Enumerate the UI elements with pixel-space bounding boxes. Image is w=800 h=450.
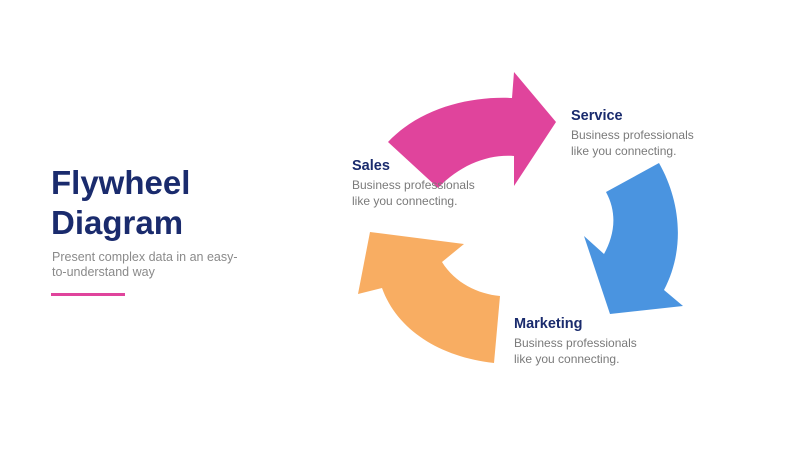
stage-sales: Sales Business professionals like you co… [352,157,492,209]
flywheel-arrow-pink [388,72,556,188]
flywheel-arrow-blue [584,163,683,314]
slide-title: Flywheel Diagram [51,164,191,241]
stage-service: Service Business professionals like you … [571,107,711,159]
stage-marketing-title: Marketing [514,316,583,332]
stage-sales-text: Business professionals like you connecti… [352,178,475,208]
accent-divider [51,293,125,296]
slide-subtitle: Present complex data in an easy-to-under… [52,250,238,279]
flywheel-arrow-orange [358,232,500,363]
stage-service-text: Business professionals like you connecti… [571,128,694,158]
stage-marketing-text: Business professionals like you connecti… [514,336,637,366]
stage-sales-title: Sales [352,158,390,174]
stage-marketing: Marketing Business professionals like yo… [514,315,654,367]
stage-service-title: Service [571,108,623,124]
